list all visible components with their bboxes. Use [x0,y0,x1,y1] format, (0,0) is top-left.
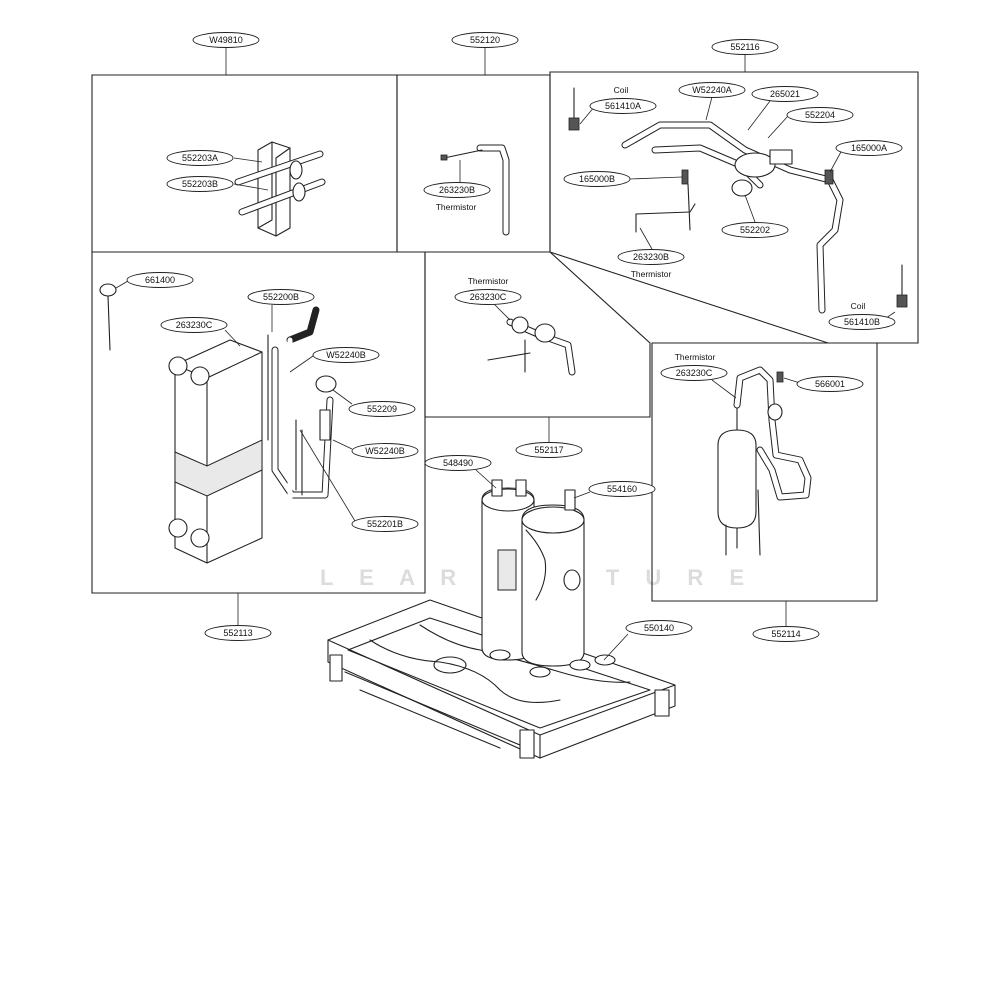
part-label: 561410A [605,101,641,111]
part-263230b-1: 263230B Thermistor [423,160,491,212]
part-label: 263230B [633,252,669,262]
part-label: 550140 [644,623,674,633]
base-frame [327,599,676,759]
coil-b: Coil 561410B [828,264,908,330]
caption-thermistor: Thermistor [631,269,672,279]
part-165000b: 165000B [563,171,683,187]
part-label: 554160 [607,484,637,494]
part-label: 561410B [844,317,880,327]
part-w52240b-2: W52240B [332,439,419,459]
thermistor-pipe-assembly [440,144,510,236]
part-label: 263230C [676,368,713,378]
part-label: 165000A [851,143,887,153]
part-label: 263230C [176,320,213,330]
part-548490: 548490 [424,455,497,489]
part-552201b: 552201B [299,429,419,532]
group-552120-callout: 552120 [451,32,519,75]
group-label: 552116 [730,42,759,52]
group-label: 552114 [771,629,800,639]
group-w49810-callout: W49810 [192,32,260,75]
reversing-valve-assembly [621,121,844,314]
pane-w49810 [91,74,398,253]
part-label: 552201B [367,519,403,529]
part-label: 265021 [770,89,800,99]
part-263230c-2: Thermistor 263230C [454,276,522,321]
part-label: W52240A [692,85,732,95]
group-label: W49810 [209,35,243,45]
part-label: W52240B [365,446,405,456]
part-label: 661400 [145,275,175,285]
pane-552117 [424,251,651,418]
part-label: 566001 [815,379,845,389]
part-263230b-2: 263230B Thermistor [617,227,685,279]
bracket-assembly [234,141,326,237]
pane-552113 [91,251,426,594]
part-label: 552209 [367,404,397,414]
caption-coil: Coil [614,85,629,95]
part-566001: 566001 [783,376,864,392]
compressor-pair [481,479,616,678]
group-label: 552113 [223,628,252,638]
sensor-661400: 661400 [99,272,194,351]
part-label: 552200B [263,292,299,302]
part-552203a: 552203A [166,150,263,166]
part-552203b: 552203B [166,176,269,192]
part-552202: 552202 [721,194,789,238]
part-label: 552203B [182,179,218,189]
part-165000a: 165000A [829,140,903,173]
group-label: 552120 [470,35,500,45]
group-label: 552117 [534,445,563,455]
part-552204: 552204 [767,107,854,139]
part-265021: 265021 [747,86,819,131]
part-label: W52240B [326,350,366,360]
part-label: 552203A [182,153,218,163]
part-label: 263230C [470,292,507,302]
group-552114-callout: 552114 [752,601,820,642]
group-552113-callout: 552113 [204,593,272,641]
part-552200b: 552200B [247,289,315,332]
accumulator-assembly [717,366,812,556]
part-label: 165000B [579,174,615,184]
thermistor-sensor-assembly [487,316,576,376]
caption-thermistor: Thermistor [436,202,477,212]
group-552116-callout: 552116 [711,39,779,72]
part-554160: 554160 [573,481,656,499]
pane-552120 [396,74,551,253]
part-w52240b-1: W52240B [289,347,380,373]
caption-thermistor: Thermistor [675,352,716,362]
coil-a: Coil 561410A [568,85,657,131]
part-552209: 552209 [332,389,416,417]
caption-coil: Coil [851,301,866,311]
caption-thermistor: Thermistor [468,276,509,286]
part-label: 552202 [740,225,770,235]
group-552117-callout: 552117 [515,417,583,458]
pane-552114 [651,342,878,602]
part-263230c-3: Thermistor 263230C [660,352,737,399]
part-label: 263230B [439,185,475,195]
part-550140: 550140 [603,620,693,661]
part-label: 548490 [443,458,473,468]
part-label: 552204 [805,110,835,120]
heat-exchanger-assembly [168,306,337,564]
part-w52240a: W52240A [678,82,746,121]
part-263230c-1: 263230C [160,317,241,347]
